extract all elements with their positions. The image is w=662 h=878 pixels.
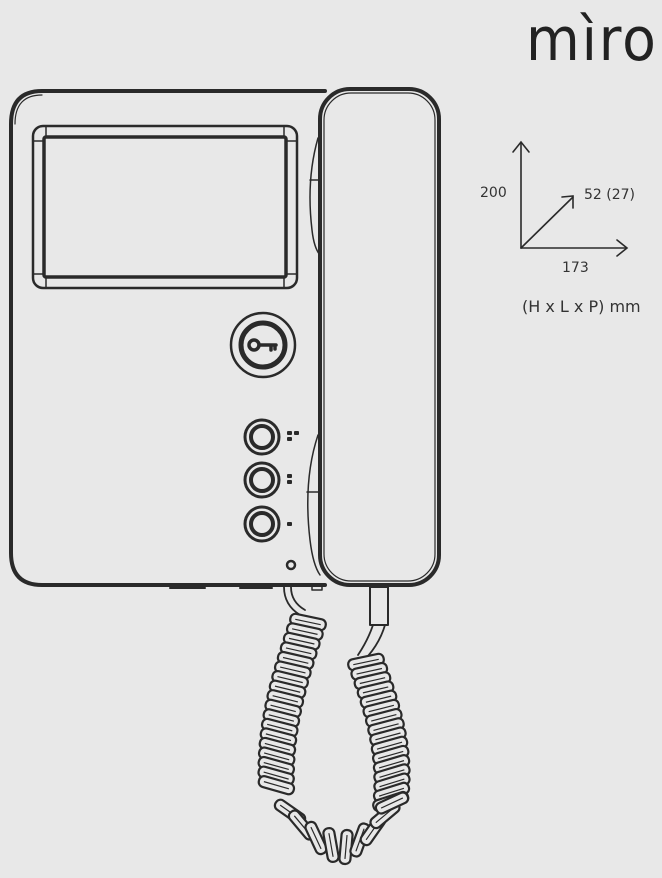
depth-axis <box>520 196 574 249</box>
length-dimension: 173 <box>562 260 589 276</box>
key-icon <box>247 338 278 352</box>
units-caption: (H x L x P) mm <box>522 297 641 316</box>
depth-dimension: 52 (27) <box>584 187 636 203</box>
braille-markers <box>287 431 299 526</box>
function-button-3[interactable] <box>243 505 281 543</box>
handset[interactable] <box>318 87 441 587</box>
arrow-right-icon <box>616 239 629 257</box>
dimension-axes <box>512 140 629 257</box>
arrow-up-icon <box>512 140 530 153</box>
braille-two-dots <box>287 474 292 484</box>
function-button-1[interactable] <box>243 418 281 456</box>
brand-logo: mìro <box>526 5 658 75</box>
monitor-body <box>9 89 327 587</box>
coiled-cord <box>257 612 411 866</box>
function-button-2[interactable] <box>243 461 281 499</box>
led-indicator <box>285 559 297 571</box>
screen-bezel <box>31 124 299 290</box>
base-feet <box>169 584 323 591</box>
height-dimension: 200 <box>480 185 507 201</box>
braille-three-dots <box>287 431 299 441</box>
arrow-diagonal-icon <box>561 195 574 209</box>
braille-one-dot <box>287 522 292 526</box>
door-open-key-button[interactable] <box>229 311 297 379</box>
